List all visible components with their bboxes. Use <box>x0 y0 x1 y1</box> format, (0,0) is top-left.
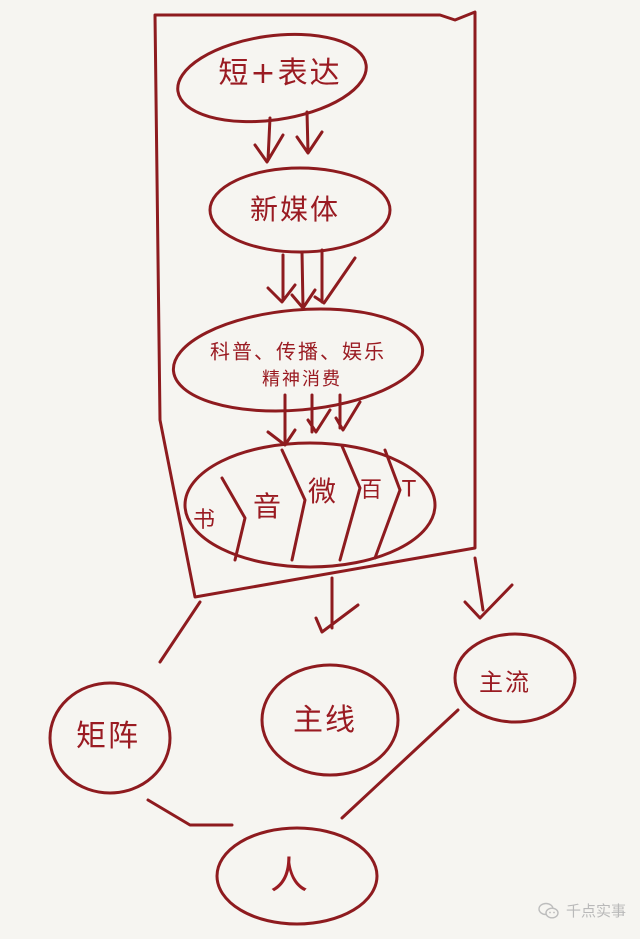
segment-divider <box>280 448 307 562</box>
line-matrix-to-person <box>146 798 234 827</box>
node-purposes-label-line1: 科普、传播、娱乐 <box>210 339 386 364</box>
node-purposes-shape <box>171 307 425 413</box>
node-expression-label: 短+表达 <box>218 56 342 91</box>
watermark-text: 千点实事 <box>565 902 626 920</box>
node-new-media-shape <box>208 166 392 254</box>
arrow-frame-to-mainstream <box>463 556 514 620</box>
segment-divider <box>373 448 402 560</box>
line-mainstream-to-person <box>340 708 460 820</box>
node-person-label: 人 <box>269 853 311 898</box>
node-mainstream-label: 主流 <box>479 668 531 697</box>
node-main-line-label: 主线 <box>293 703 357 738</box>
arrow-group-2 <box>266 248 357 310</box>
platform-segment-wechat: 微 <box>307 475 339 508</box>
node-purposes-label-line2: 精神消费 <box>262 369 342 390</box>
arrow-group-1 <box>253 110 324 164</box>
platform-segment-baijia: 百 <box>359 478 385 503</box>
node-new-media-label: 新媒体 <box>249 193 341 226</box>
node-person-shape <box>215 826 379 926</box>
wechat-icon <box>538 902 560 920</box>
frame-box <box>153 10 477 599</box>
arrow-frame-to-main-line <box>314 576 360 634</box>
watermark: 千点实事 <box>538 900 626 921</box>
node-mainstream-shape <box>453 632 577 724</box>
segment-divider <box>338 444 362 562</box>
platform-segment-audio: 音 <box>252 490 284 523</box>
platform-segment-t: T <box>402 477 418 503</box>
platform-segment-book: 书 <box>192 508 218 533</box>
node-platforms-shape <box>183 441 437 569</box>
node-main-line-shape <box>260 663 400 777</box>
node-expression-shape <box>176 32 368 124</box>
arrow-group-3 <box>266 393 362 447</box>
node-matrix-shape <box>48 681 172 795</box>
node-matrix-label: 矩阵 <box>76 719 140 754</box>
line-frame-to-matrix <box>158 600 202 664</box>
segment-divider <box>220 476 247 562</box>
